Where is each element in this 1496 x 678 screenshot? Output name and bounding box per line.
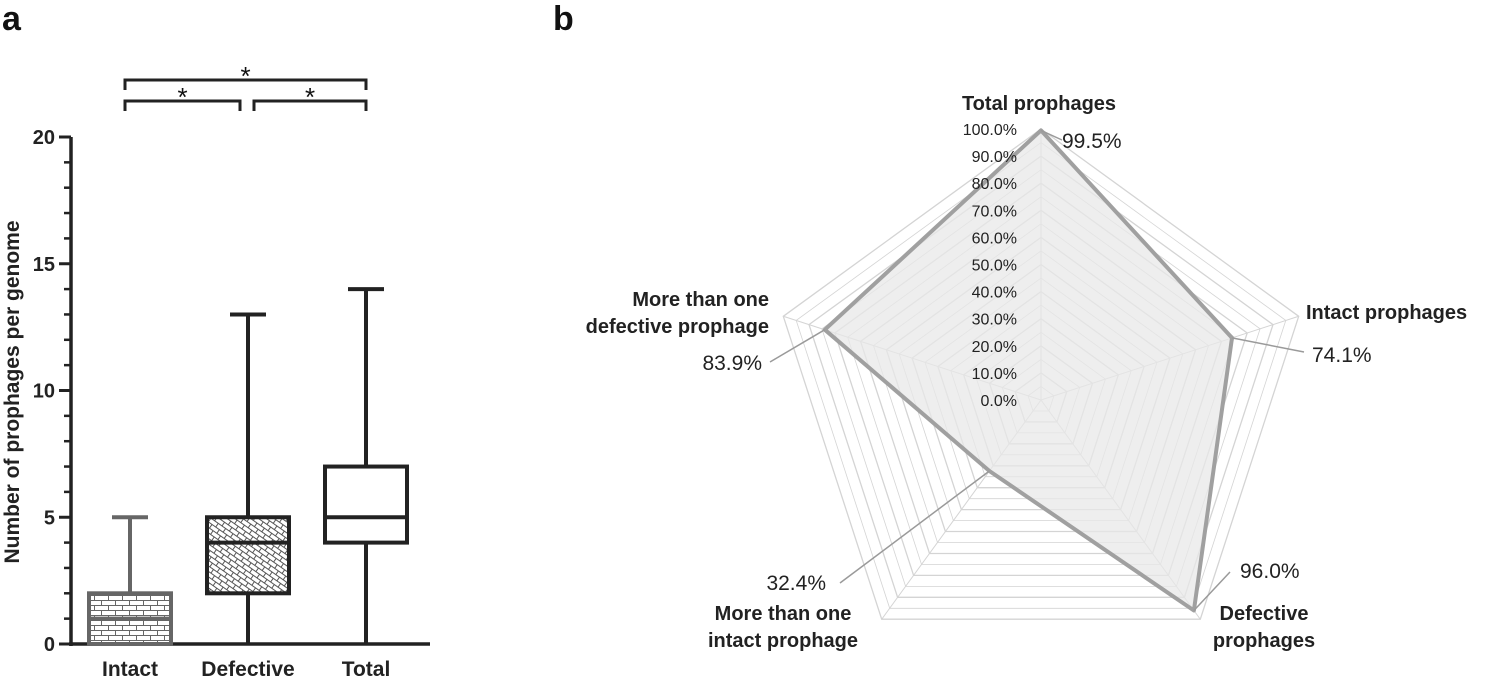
radar-series-polygon [822, 128, 1234, 613]
box-plot: Number of prophages per genome 05101520 … [1, 61, 430, 678]
box-total [323, 287, 409, 644]
radar-tick-labels: 0.0% 10.0% 20.0% 30.0% 40.0% 50.0% 60.0% 70.0% 8… [963, 122, 1017, 410]
radar-tick-label: 50.0% [972, 258, 1017, 275]
x-tick-label: Intact [102, 658, 158, 678]
box-intact [87, 515, 173, 646]
radar-axis-label-line: More than one [715, 603, 852, 625]
y-tick-label: 15 [33, 254, 55, 276]
radar-leader-lines [769, 129, 1305, 612]
y-axis-title: Number of prophages per genome [1, 220, 24, 563]
panel-label-a: a [2, 0, 22, 38]
radar-value-label: 32.4% [766, 572, 826, 595]
radar-grid-ring [782, 128, 1300, 620]
y-ticks: 0 5 10 15 20 [33, 127, 71, 656]
radar-tick-label: 20.0% [972, 339, 1017, 356]
radar-value-label: 96.0% [1240, 560, 1300, 583]
significance-star: * [240, 61, 250, 91]
radar-axis-label: Total prophages [962, 93, 1116, 115]
radar-tick-label: 40.0% [972, 285, 1017, 302]
box-iqr [205, 515, 291, 596]
radar-axis-label-line: Total prophages [962, 93, 1116, 115]
radar-leader-line [1193, 571, 1231, 612]
significance-star: * [305, 82, 315, 112]
x-tick-label: Total [342, 658, 391, 678]
radar-value-labels: 99.5% 74.1% 96.0% 32.4% 83.9% [702, 130, 1371, 595]
radar-value-label: 74.1% [1312, 344, 1372, 367]
radar-axis-label: Intact prophages [1306, 302, 1467, 324]
radar-axis-label: Defective prophages [1213, 603, 1315, 652]
radar-leader-line [839, 470, 990, 584]
radar-value-label: 83.9% [702, 352, 762, 375]
y-tick-label: 5 [44, 507, 55, 529]
radar-leader-line [769, 329, 826, 363]
boxes [87, 287, 409, 646]
radar-axis-label-line: Defective [1220, 603, 1309, 625]
radar-axis-label-line: prophages [1213, 630, 1315, 652]
radar-axis-label-line: intact prophage [708, 630, 858, 652]
y-tick-label: 20 [33, 127, 55, 149]
y-minor-ticks [64, 161, 71, 620]
significance-bracket [123, 99, 242, 111]
radar-grid-ring [808, 155, 1274, 598]
radar-leader-line [1040, 129, 1063, 141]
radar-value-label: 99.5% [1062, 130, 1122, 153]
radar-axis-label: More than one defective prophage [586, 289, 769, 338]
radar-axis-label-line: Intact prophages [1306, 302, 1467, 324]
radar-tick-label: 70.0% [972, 203, 1017, 220]
significance-star: * [177, 82, 187, 112]
x-tick-label: Defective [201, 658, 294, 678]
radar-tick-label: 10.0% [972, 366, 1017, 383]
radar-tick-label: 100.0% [963, 122, 1017, 139]
radar-tick-label: 60.0% [972, 230, 1017, 247]
radar-axis-label-line: More than one [632, 289, 769, 311]
box-iqr [323, 464, 409, 545]
radar-leader-line [1231, 337, 1305, 353]
radar-tick-label: 0.0% [981, 393, 1017, 410]
y-tick-label: 10 [33, 381, 55, 403]
significance-bracket [252, 99, 368, 111]
radar-axis-label-line: defective prophage [586, 316, 769, 338]
significance-bracket [123, 78, 368, 90]
radar-tick-label: 80.0% [972, 176, 1017, 193]
radar-axis-label: More than one intact prophage [708, 603, 858, 652]
panel-label-b: b [553, 0, 574, 38]
significance-brackets: * * * [123, 61, 368, 112]
y-tick-label: 0 [44, 634, 55, 656]
x-tick-labels: Intact Defective Total [102, 658, 390, 678]
radar-chart: 0.0% 10.0% 20.0% 30.0% 40.0% 50.0% 60.0% 70.0% 8… [586, 93, 1468, 652]
radar-tick-label: 30.0% [972, 312, 1017, 329]
radar-tick-label: 90.0% [972, 149, 1017, 166]
box-defective [205, 312, 291, 644]
radar-grid-ring [795, 142, 1287, 609]
